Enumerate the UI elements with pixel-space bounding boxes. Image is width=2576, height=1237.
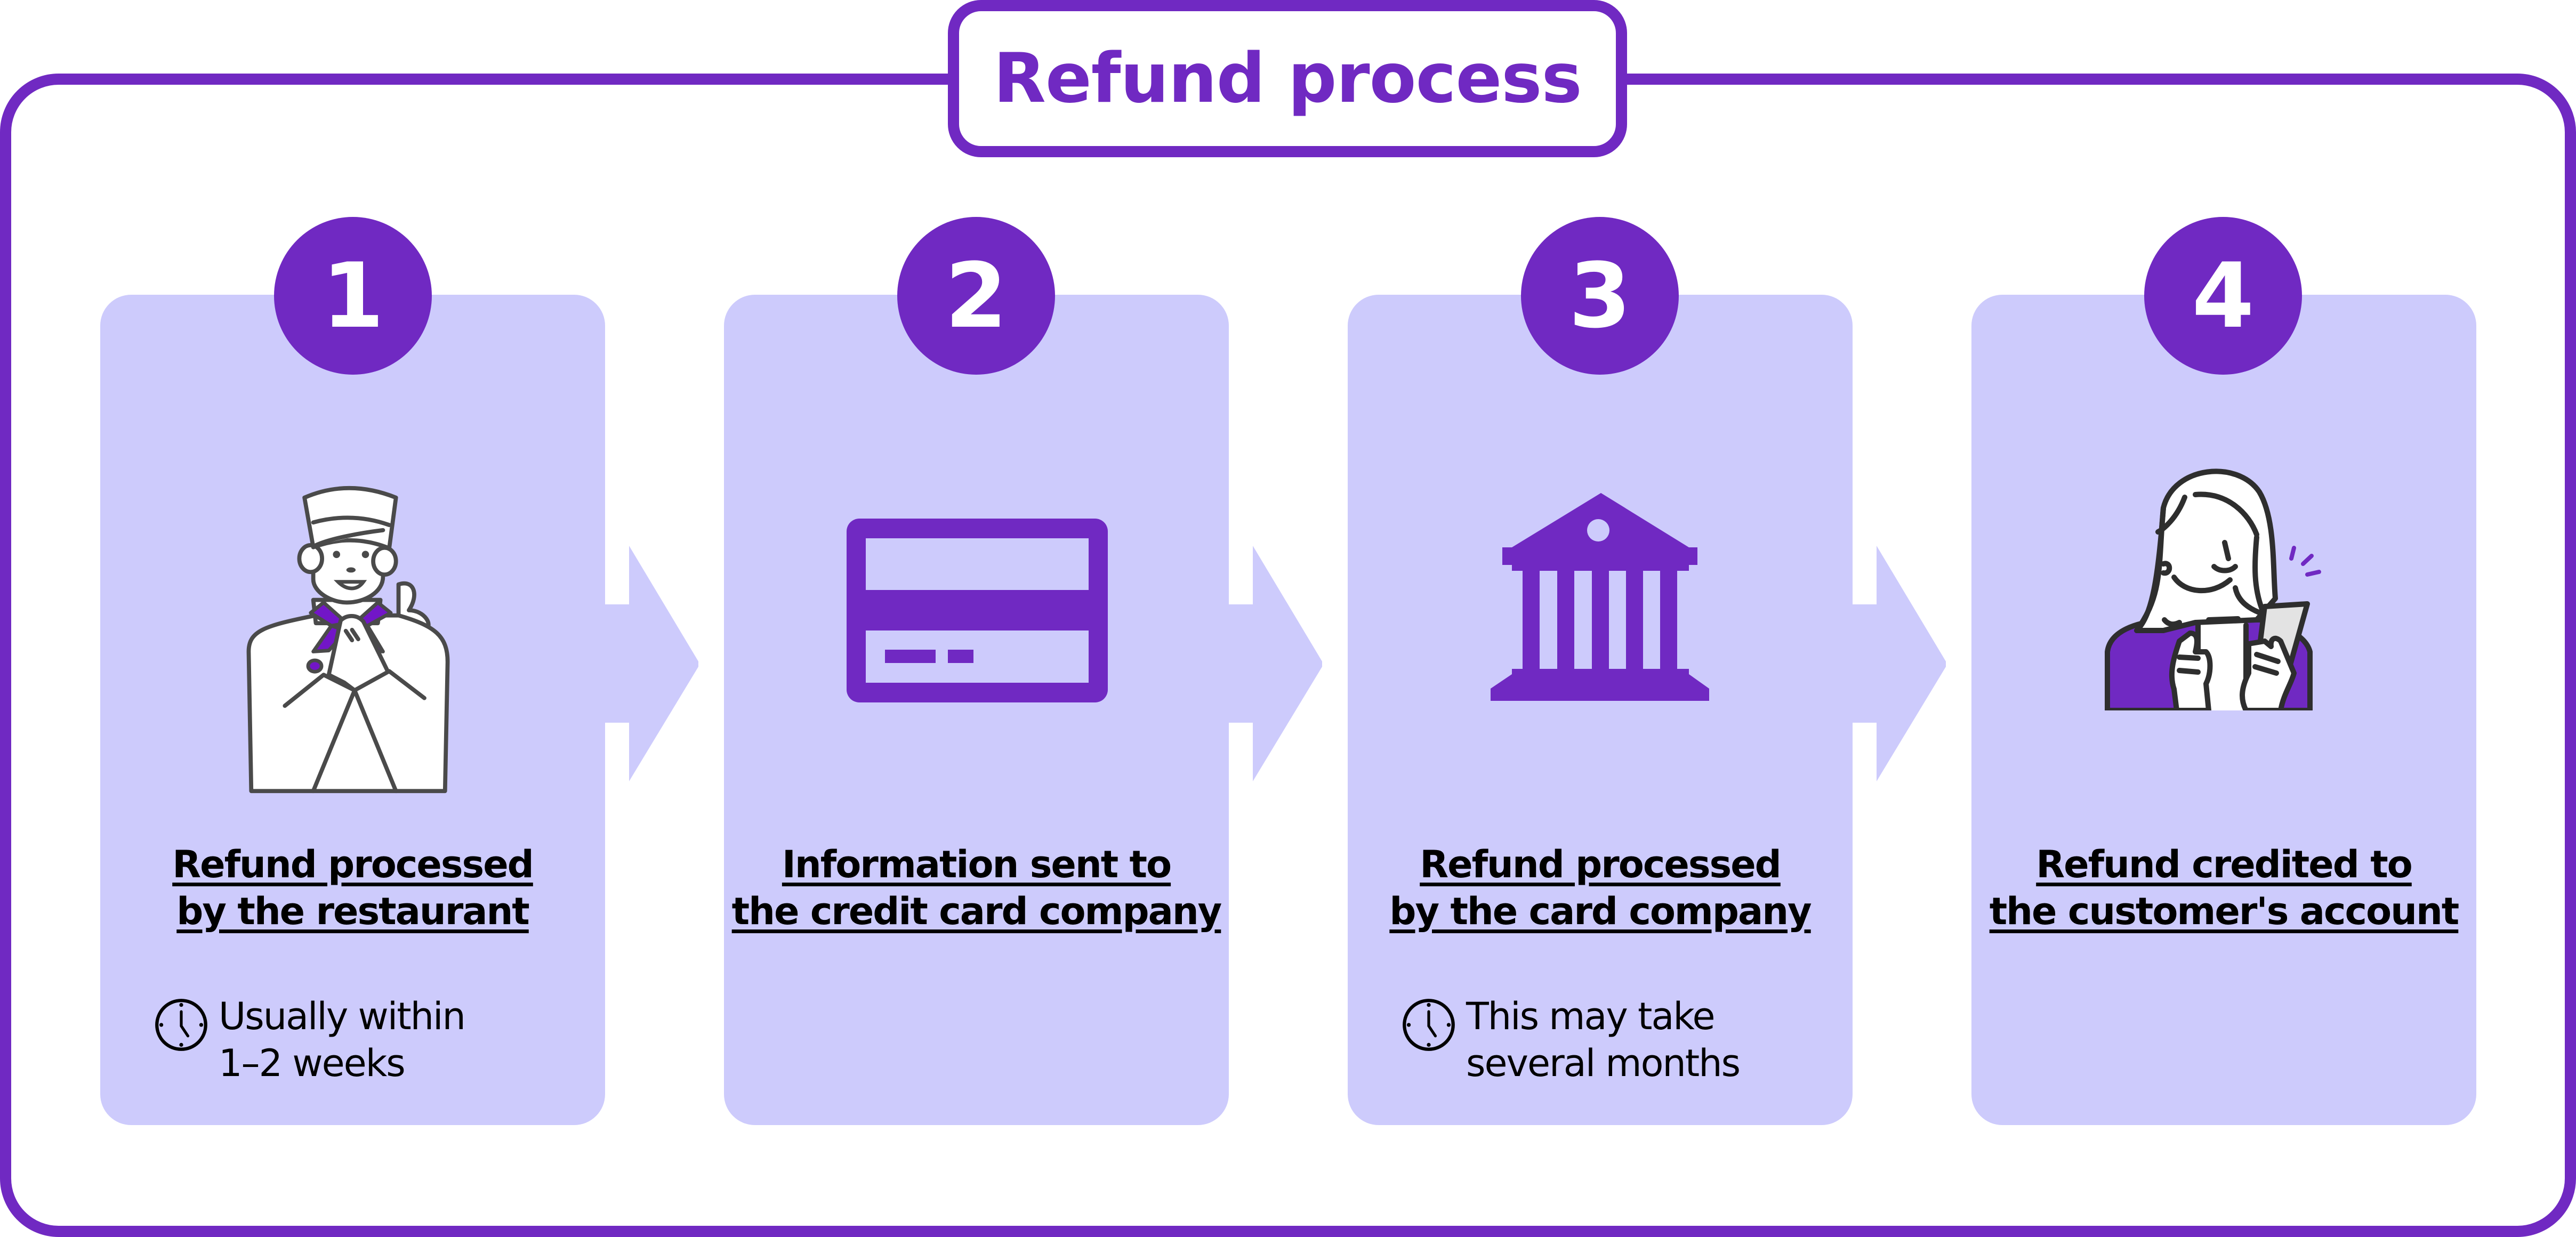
step-title-line: Refund credited to <box>2036 843 2413 886</box>
duration-line: This may take <box>1466 995 1716 1038</box>
step-card-3: Refund processed by the card company Thi… <box>1348 295 1853 1125</box>
duration-note: This may take several months <box>1401 993 1741 1087</box>
step-title-line: Refund processed <box>1420 843 1782 886</box>
step-number-badge-1: 1 <box>274 217 432 375</box>
step-title-line: by the restaurant <box>176 890 529 933</box>
arrow-right-icon <box>602 546 698 781</box>
page-title: Refund process <box>993 39 1582 118</box>
title-box: Refund process <box>948 0 1627 157</box>
step-title: Refund processed by the restaurant <box>100 841 605 935</box>
duration-line: 1–2 weeks <box>219 1041 406 1085</box>
step-title: Refund credited to the customer's accoun… <box>1971 841 2476 935</box>
restaurant-staff-bowing-illustration <box>246 486 450 794</box>
duration-note: Usually within 1–2 weeks <box>154 993 466 1087</box>
step-card-4: Refund credited to the customer's accoun… <box>1971 295 2476 1125</box>
duration-line: several months <box>1466 1041 1741 1085</box>
step-title-line: the customer's account <box>1989 890 2460 933</box>
bank-building-icon <box>1491 493 1709 701</box>
step-number-badge-3: 3 <box>1521 217 1679 375</box>
step-title-line: by the card company <box>1389 890 1812 933</box>
step-title: Refund processed by the card company <box>1348 841 1853 935</box>
step-title-line: the credit card company <box>731 890 1222 933</box>
customer-with-phone-illustration <box>2105 468 2321 710</box>
step-title-line: Information sent to <box>782 843 1172 886</box>
credit-card-icon <box>847 519 1108 702</box>
arrow-right-icon <box>1850 546 1946 781</box>
step-number-badge-2: 2 <box>897 217 1055 375</box>
step-title-line: Refund processed <box>172 843 534 886</box>
clock-icon <box>1403 999 1455 1051</box>
step-number-badge-4: 4 <box>2144 217 2302 375</box>
step-card-1: Refund processed by the restaurant Usual… <box>100 295 605 1125</box>
step-card-2: Information sent to the credit card comp… <box>724 295 1229 1125</box>
step-title: Information sent to the credit card comp… <box>724 841 1229 935</box>
duration-line: Usually within <box>219 995 466 1038</box>
arrow-right-icon <box>1226 546 1322 781</box>
clock-icon <box>155 999 207 1051</box>
